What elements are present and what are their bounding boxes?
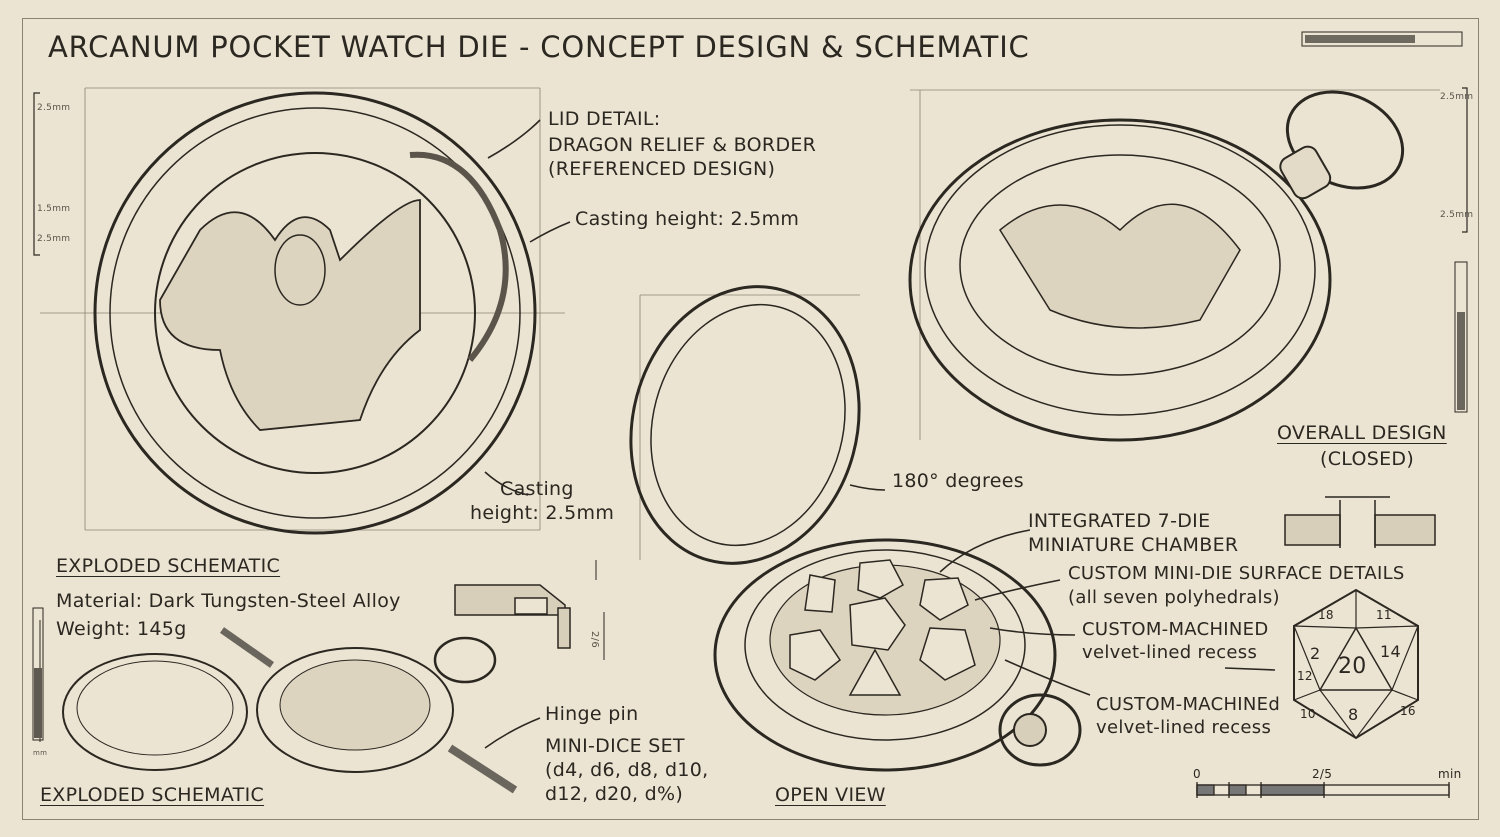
d20-face-11: 11 [1376,608,1392,622]
dice-set-line1: MINI-DICE SET [545,735,685,757]
dice-set-line2: (d4, d6, d8, d10, [545,759,709,781]
exploded-schematic-heading: EXPLODED SCHEMATIC [56,555,281,577]
d20-face-14: 14 [1380,642,1401,661]
scale-unit: min [1438,767,1462,781]
casting-height-bottom-1: Casting [500,478,574,500]
left-ruler-label-3: 2.5mm [37,234,71,244]
d20-face-16: 16 [1400,704,1416,718]
weight-label: Weight: 145g [56,618,187,640]
scale-start: 0 [1193,767,1201,781]
d20-face-8: 8 [1348,705,1359,724]
chamber-line1: INTEGRATED 7-DIE [1028,510,1211,532]
right-gauge [1454,261,1468,413]
material-label: Material: Dark Tungsten-Steel Alloy [56,590,401,612]
exploded-drawing [62,627,518,794]
lid-detail-line1: DRAGON RELIEF & BORDER [548,134,817,156]
exploded-schematic-footer: EXPLODED SCHEMATIC [40,784,265,806]
hinge-angle-label: 180° degrees [892,470,1024,492]
drawing-frame [22,18,1479,820]
dice-set-line3: d12, d20, d%) [545,783,684,805]
overall-design-label: OVERALL DESIGN [1277,422,1447,444]
hinge-section [454,560,605,660]
overall-design-closed: (CLOSED) [1320,448,1415,470]
scale-bar [1196,782,1450,798]
page-title: ARCANUM POCKET WATCH DIE - CONCEPT DESIG… [48,30,1030,64]
d20-drawing [1293,588,1419,740]
lid-detail-drawing [93,91,537,535]
surface-line1: CUSTOM MINI-DIE SURFACE DETAILS [1068,563,1405,584]
section-dimension: 2/6 [589,631,600,648]
right-ruler-label-1: 2.5mm [1440,92,1474,102]
scale-mid: 2/5 [1312,767,1333,781]
open-watch-drawing [629,285,1082,772]
casting-height-top: Casting height: 2.5mm [575,208,800,230]
d20-face-12: 12 [1297,669,1313,683]
lid-detail-heading: LID DETAIL: [548,108,661,130]
mini-dice [789,559,976,696]
callout-arrows [484,119,1276,749]
right-ruler-label-2: 2.5mm [1440,210,1474,220]
d20-face-10: 10 [1300,707,1316,721]
d20-face-2: 2 [1310,644,1321,663]
d20-face-20: 20 [1338,654,1367,679]
left-ruler [33,92,40,256]
left-ruler-label-1: 2.5mm [37,103,71,113]
hinge-pin-label: Hinge pin [545,703,639,725]
gauge-unit-label: mm [33,749,48,757]
recess2-line1: CUSTOM-MACHINEd [1096,694,1281,715]
recess2-line2: velvet-lined recess [1096,717,1272,738]
left-ruler-label-2: 1.5mm [37,204,71,214]
recess1-line2: velvet-lined recess [1082,642,1258,663]
right-ruler [1462,87,1468,233]
cap-section [1284,496,1436,548]
chamber-line2: MINIATURE CHAMBER [1028,534,1239,556]
open-view-label: OPEN VIEW [775,784,886,806]
left-gauge [32,607,44,741]
d20-face-18: 18 [1318,608,1334,622]
recess1-line1: CUSTOM-MACHINED [1082,619,1269,640]
surface-line2: (all seven polyhedrals) [1068,587,1280,608]
lid-detail-line2: (REFERENCED DESIGN) [548,158,776,180]
title-block-bar [1301,31,1463,47]
closed-watch-drawing [908,90,1405,442]
casting-height-bottom-2: height: 2.5mm [470,502,615,524]
